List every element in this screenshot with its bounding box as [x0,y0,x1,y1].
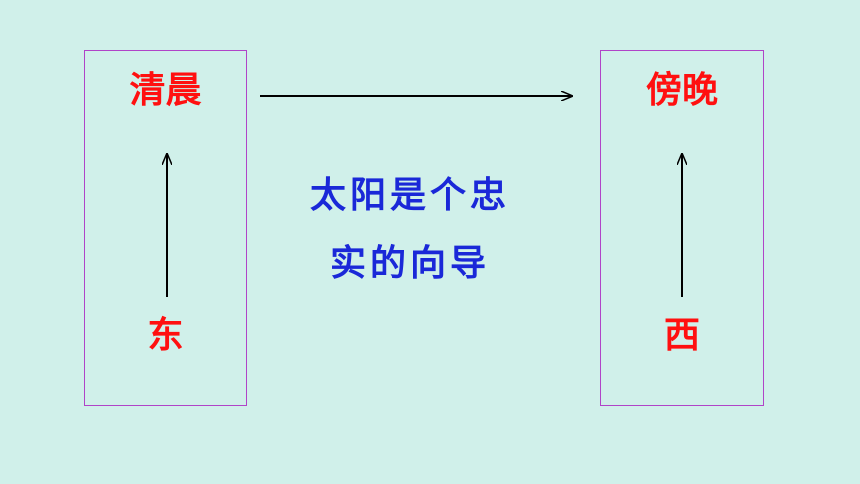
right-box [600,50,764,406]
left-box [84,50,247,406]
center-text-line2: 实的向导 [329,243,490,284]
west-label: 西 [663,315,700,356]
east-label: 东 [147,315,184,356]
center-text-line1: 太阳是个忠 [309,175,510,216]
evening-label: 傍晚 [645,70,718,111]
morning-label: 清晨 [129,70,202,111]
